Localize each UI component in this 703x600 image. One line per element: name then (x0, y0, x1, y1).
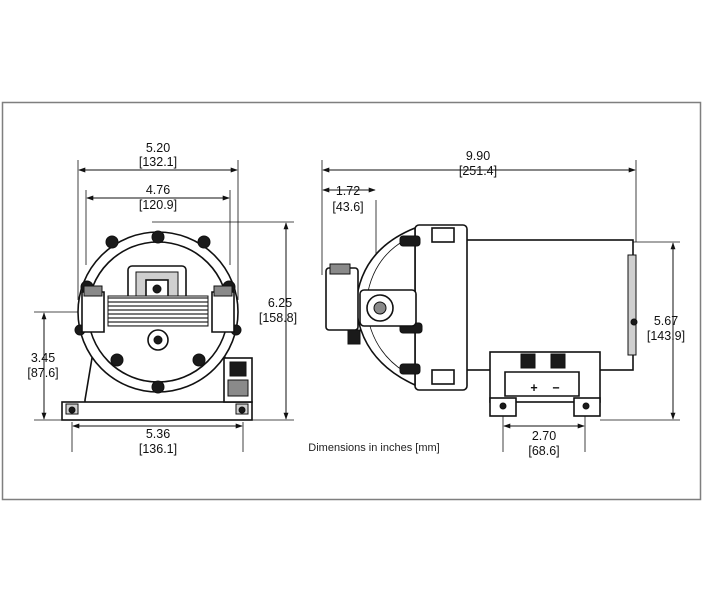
dim-5-20-mm: [132.1] (139, 155, 177, 169)
terminal-positive-label: + (530, 381, 537, 395)
front-view (34, 160, 294, 452)
dim-5-67-mm: [143.9] (647, 329, 685, 343)
dim-5-36-mm: [136.1] (139, 442, 177, 456)
dim-5-36-in: 5.36 (146, 427, 170, 441)
dim-4-76-mm: [120.9] (139, 198, 177, 212)
side-view (321, 160, 680, 452)
drawing-frame (1, 101, 702, 501)
dim-6-25-in: 6.25 (268, 296, 292, 310)
dim-5-67-in: 5.67 (654, 314, 678, 328)
dim-2-70-in: 2.70 (532, 429, 556, 443)
dim-2-70-mm: [68.6] (528, 444, 559, 458)
dim-1-72-mm: [43.6] (332, 200, 363, 214)
dim-3-45-in: 3.45 (31, 351, 55, 365)
dim-1-72-in: 1.72 (336, 184, 360, 198)
dim-4-76-in: 4.76 (146, 183, 170, 197)
dim-3-45-mm: [87.6] (27, 366, 58, 380)
dim-9-90-mm: [251.4] (459, 164, 497, 178)
dim-9-90-in: 9.90 (466, 149, 490, 163)
terminal-negative-label: − (552, 381, 559, 395)
units-caption: Dimensions in inches [mm] (308, 442, 439, 454)
dim-5-20-in: 5.20 (146, 141, 170, 155)
dim-6-25-mm: [158.8] (259, 311, 297, 325)
